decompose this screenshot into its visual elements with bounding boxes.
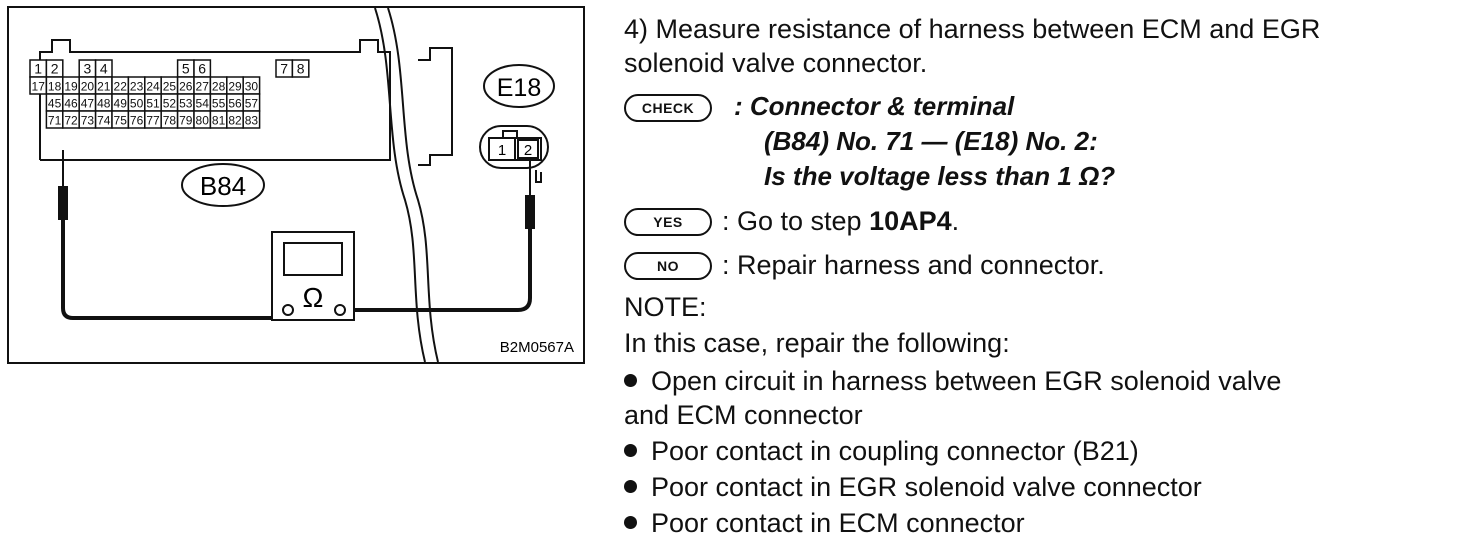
diagram-frame	[7, 6, 585, 364]
ecm-connector-end	[418, 47, 453, 166]
ecm-pin-label: 5	[182, 61, 190, 77]
ecm-pin-label: 30	[245, 80, 259, 94]
ecm-pin-label: 75	[114, 114, 128, 128]
ecm-pin-label: 22	[114, 80, 128, 94]
ecm-pin-label: 27	[196, 80, 210, 94]
ecm-pin-label: 77	[146, 114, 160, 128]
egr-pin-1: 1	[498, 142, 506, 159]
egr-label-oval	[483, 64, 555, 108]
bullet-icon	[624, 444, 637, 458]
ecm-pin-label: 26	[179, 80, 193, 94]
ecm-pin-label: 50	[130, 97, 144, 111]
pin-cell	[242, 110, 261, 129]
check-badge: CHECK	[624, 94, 712, 122]
ecm-pin-label: 24	[146, 80, 160, 94]
probe-right	[525, 160, 535, 229]
ecm-pin-label: 8	[297, 61, 305, 77]
ecm-pin-label: 56	[228, 97, 242, 111]
check-line-2: (B84) No. 71 — (E18) No. 2:	[764, 126, 1098, 156]
yes-prefix: : Go to step	[722, 206, 870, 236]
ecm-pin-label: 71	[48, 114, 62, 128]
note-bullet-3: Poor contact in EGR solenoid valve conne…	[624, 470, 1202, 504]
step-line-2: solenoid valve connector.	[624, 48, 928, 78]
ecm-pin-label: 4	[100, 61, 108, 77]
ecm-pin-label: 73	[81, 114, 95, 128]
ohmmeter	[271, 231, 355, 321]
note-bullet-1-cont: and ECM connector	[624, 400, 863, 430]
ecm-pin-label: 83	[245, 114, 259, 128]
ecm-label-oval	[181, 163, 265, 207]
test-lead-left	[61, 220, 280, 320]
ecm-pin-label: 47	[81, 97, 95, 111]
ecm-pin-label: 76	[130, 114, 144, 128]
egr-pin-2: 2	[524, 142, 532, 159]
ecm-pin-label: 17	[32, 80, 46, 94]
no-badge: NO	[624, 252, 712, 280]
ecm-pin-label: 78	[163, 114, 177, 128]
ecm-pin-label: 48	[97, 97, 111, 111]
ecm-pin-label: 74	[97, 114, 111, 128]
bullet-icon	[624, 374, 637, 388]
test-lead-right	[355, 229, 532, 312]
ecm-pin-label: 54	[196, 97, 210, 111]
ecm-pin-label: 80	[196, 114, 210, 128]
bullet-text: Poor contact in ECM connector	[651, 508, 1025, 538]
ecm-pin-label: 1	[34, 61, 42, 77]
ecm-pin-label: 23	[130, 80, 144, 94]
ecm-pin-label: 25	[163, 80, 177, 94]
note-intro: In this case, repair the following:	[624, 328, 1010, 358]
cutaway-line-left	[374, 7, 426, 363]
yes-step-link[interactable]: 10AP4	[869, 206, 952, 236]
probe-left	[58, 150, 68, 220]
ecm-pin-label: 45	[48, 97, 62, 111]
yes-response: : Go to step 10AP4.	[722, 204, 959, 238]
figure-code: B2M0567A	[500, 339, 574, 356]
bullet-icon	[624, 480, 637, 494]
ecm-pin-label: 18	[48, 80, 62, 94]
ecm-pin-label: 20	[81, 80, 95, 94]
cutaway-line-right	[387, 7, 439, 363]
ecm-pin-label: 3	[84, 61, 92, 77]
egr-connector-label: E18	[497, 74, 541, 102]
ecm-pin-label: 21	[97, 80, 111, 94]
ohm-symbol: Ω	[303, 282, 324, 313]
ecm-pin-label: 82	[228, 114, 242, 128]
ecm-pin-label: 49	[114, 97, 128, 111]
bullet-icon	[624, 516, 637, 530]
note-bullet-4: Poor contact in ECM connector	[624, 506, 1025, 540]
ecm-connector-label: B84	[200, 171, 246, 201]
ecm-pin-label: 19	[64, 80, 78, 94]
note-bullet-2: Poor contact in coupling connector (B21)	[624, 434, 1139, 468]
ecm-pin-label: 81	[212, 114, 226, 128]
note-bullet-1: Open circuit in harness between EGR sole…	[624, 364, 1281, 398]
yes-suffix: .	[951, 206, 960, 236]
ecm-pin-label: 72	[64, 114, 78, 128]
pin-cell	[291, 59, 310, 78]
bullet-text: Poor contact in EGR solenoid valve conne…	[651, 472, 1202, 502]
bullet-text: Poor contact in coupling connector (B21)	[651, 436, 1139, 466]
note-title: NOTE:	[624, 292, 707, 322]
check-line-3: Is the voltage less than 1 Ω?	[764, 161, 1116, 191]
ecm-pin-label: 28	[212, 80, 226, 94]
ecm-pin-label: 6	[198, 61, 206, 77]
ecm-pin-label: 2	[51, 61, 59, 77]
bullet-text: Open circuit in harness between EGR sole…	[651, 366, 1282, 396]
step-line-1: 4) Measure resistance of harness between…	[624, 14, 1321, 44]
yes-badge: YES	[624, 208, 712, 236]
ecm-pin-label: 46	[64, 97, 78, 111]
ecm-pin-label: 51	[146, 97, 160, 111]
no-response: : Repair harness and connector.	[722, 250, 1105, 280]
check-line-1: : Connector & terminal	[734, 91, 1015, 121]
ecm-pin-label: 29	[228, 80, 242, 94]
ecm-pin-label: 7	[280, 61, 288, 77]
ecm-pin-label: 53	[179, 97, 193, 111]
ecm-pin-label: 57	[245, 97, 259, 111]
ecm-pin-label: 55	[212, 97, 226, 111]
egr-connector	[479, 125, 549, 183]
ecm-pin-label: 52	[163, 97, 177, 111]
ecm-pin-label: 79	[179, 114, 193, 128]
